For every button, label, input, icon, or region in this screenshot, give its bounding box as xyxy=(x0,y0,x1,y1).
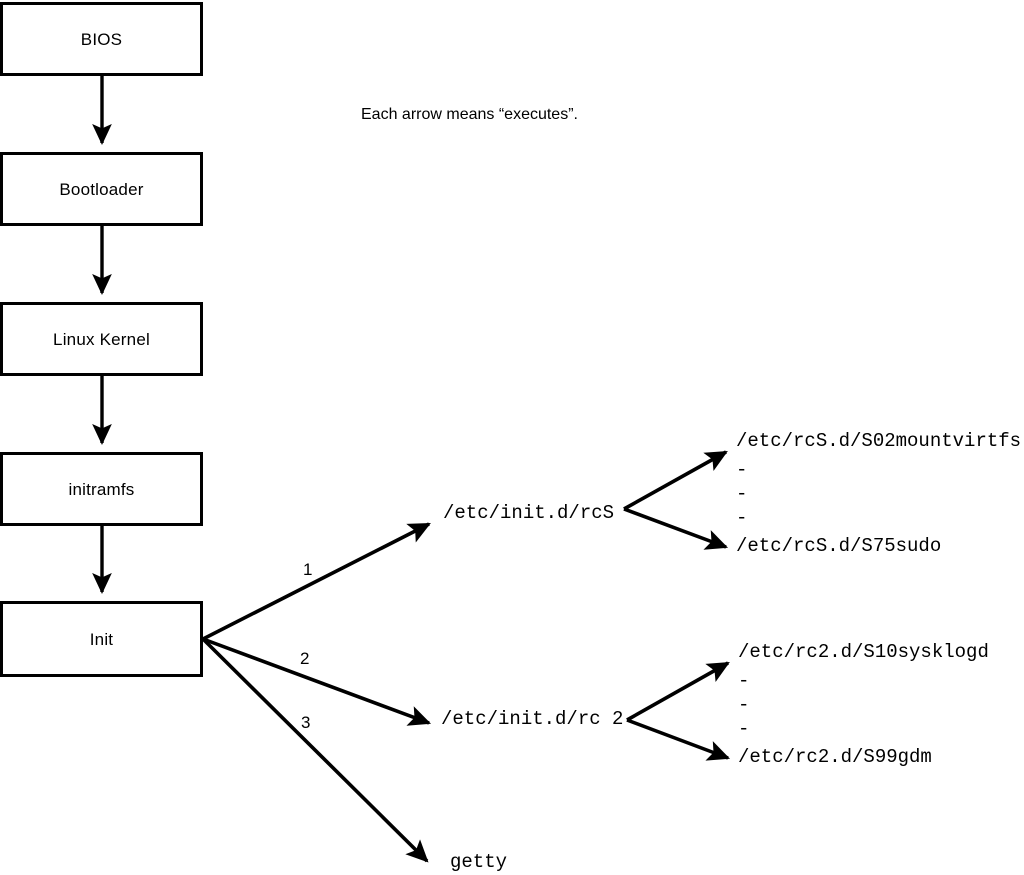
node-initramfs[interactable]: initramfs xyxy=(0,452,203,526)
label-rcs-script-last[interactable]: /etc/rcS.d/S75sudo xyxy=(736,535,942,557)
label-getty[interactable]: getty xyxy=(450,851,508,873)
rcs-ellipsis-dash-1: - xyxy=(736,459,748,481)
node-linux-kernel[interactable]: Linux Kernel xyxy=(0,302,203,376)
node-initramfs-label: initramfs xyxy=(68,479,135,499)
node-bios-label: BIOS xyxy=(80,29,123,49)
branch-arrow-1 xyxy=(202,522,431,641)
label-rcs-script-first[interactable]: /etc/rcS.d/S02mountvirtfs xyxy=(736,430,1022,452)
rc2-fan-arrow-last xyxy=(626,718,731,761)
branch-arrow-3 xyxy=(201,637,429,863)
label-etc-init-d-rcs[interactable]: /etc/init.d/rcS xyxy=(443,502,615,524)
rcs-fan-arrow-first xyxy=(623,450,728,511)
node-bootloader[interactable]: Bootloader xyxy=(0,152,203,226)
label-rc2-script-first[interactable]: /etc/rc2.d/S10sysklogd xyxy=(738,641,989,663)
label-etc-init-d-rc2[interactable]: /etc/init.d/rc 2 xyxy=(441,708,624,730)
rcs-ellipsis-dash-2: - xyxy=(736,483,748,505)
branch-number-3: 3 xyxy=(301,713,311,732)
node-init-label: Init xyxy=(89,629,114,649)
rc2-ellipsis-dash-3: - xyxy=(738,718,750,740)
rc2-ellipsis-dash-1: - xyxy=(738,670,750,692)
legend-note: Each arrow means “executes”. xyxy=(361,106,578,123)
rcs-ellipsis-dash-3: - xyxy=(736,507,748,529)
branch-number-1: 1 xyxy=(303,560,313,579)
node-bootloader-label: Bootloader xyxy=(59,179,144,199)
rcs-fan-arrow-last xyxy=(623,507,729,550)
label-rc2-script-last[interactable]: /etc/rc2.d/S99gdm xyxy=(738,746,932,768)
branch-number-2: 2 xyxy=(300,649,310,668)
node-linux-kernel-label: Linux Kernel xyxy=(53,329,150,349)
node-bios[interactable]: BIOS xyxy=(0,2,203,76)
rc2-ellipsis-dash-2: - xyxy=(738,694,750,716)
rc2-fan-arrow-first xyxy=(626,661,730,722)
branch-arrow-2 xyxy=(202,637,432,726)
node-init[interactable]: Init xyxy=(0,601,203,677)
